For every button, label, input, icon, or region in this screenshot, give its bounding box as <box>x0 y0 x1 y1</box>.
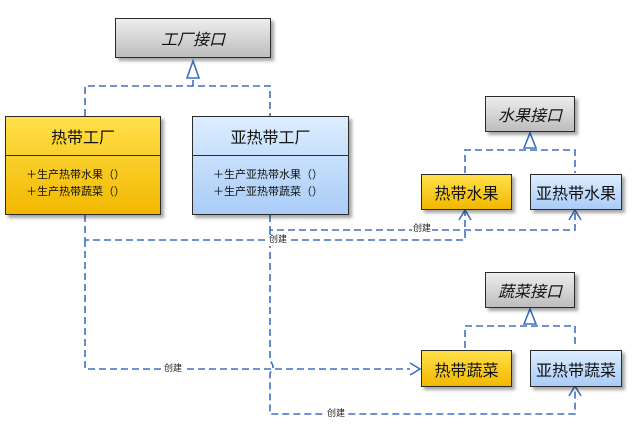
vegetable-interface-label: 蔬菜接口 <box>497 282 562 301</box>
subtropical-vegetable-label: 亚热带蔬菜 <box>535 360 616 380</box>
create-label-tf-fruit: 创建 <box>268 235 289 246</box>
fruit-interface-label: 水果接口 <box>497 106 562 125</box>
tropical-vegetable-label: 热带蔬菜 <box>434 360 499 380</box>
create-arrowhead-tf-fruit <box>458 208 472 221</box>
subtropical-factory-class: 亚热带工厂 ＋生产亚热带水果（） ＋生产亚热带蔬菜（） <box>192 116 349 215</box>
tropical-fruit-label: 热带水果 <box>434 184 499 203</box>
subtropical-fruit-box: 亚热带水果 <box>530 174 622 210</box>
inherit-line-fruits <box>464 149 576 173</box>
create-label-stf-fruit: 创建 <box>412 224 433 235</box>
tropical-fruit-box: 热带水果 <box>421 174 512 210</box>
inherit-arrow-vegetable-interface <box>522 306 538 325</box>
tropical-vegetable-box: 热带蔬菜 <box>421 350 512 387</box>
inherit-line-factories <box>84 80 271 116</box>
create-label-tf-veg: 创建 <box>163 364 184 375</box>
subtropical-fruit-label: 亚热带水果 <box>535 184 616 203</box>
inherit-line-vegetables <box>464 325 576 348</box>
factory-interface-box: 工厂接口 <box>115 18 271 58</box>
fruit-interface-box: 水果接口 <box>485 96 575 132</box>
create-line-tf-veg <box>84 240 410 370</box>
subtropical-factory-ops: ＋生产亚热带水果（） ＋生产亚热带蔬菜（） <box>193 156 348 200</box>
subtropical-factory-name: 亚热带工厂 <box>193 117 348 156</box>
factory-interface-label: 工厂接口 <box>160 30 225 49</box>
op-produce-tropical-vegetable: ＋生产热带蔬菜（） <box>26 185 125 198</box>
create-label-stf-veg: 创建 <box>326 409 347 420</box>
op-produce-tropical-fruit: ＋生产热带水果（） <box>26 168 125 181</box>
tropical-factory-ops: ＋生产热带水果（） ＋生产热带蔬菜（） <box>6 156 160 200</box>
tropical-factory-class: 热带工厂 ＋生产热带水果（） ＋生产热带蔬菜（） <box>5 116 161 215</box>
subtropical-vegetable-box: 亚热带蔬菜 <box>530 350 622 387</box>
create-arrowhead-stf-fruit <box>568 208 582 221</box>
inherit-arrow-factory-interface <box>185 58 201 79</box>
vegetable-interface-box: 蔬菜接口 <box>485 272 575 308</box>
op-produce-subtropical-fruit: ＋生产亚热带水果（） <box>213 168 323 181</box>
create-arrowhead-tf-veg <box>409 362 422 376</box>
op-produce-subtropical-vegetable: ＋生产亚热带蔬菜（） <box>213 185 323 198</box>
inherit-arrow-fruit-interface <box>522 130 538 149</box>
tropical-factory-name: 热带工厂 <box>6 117 160 156</box>
